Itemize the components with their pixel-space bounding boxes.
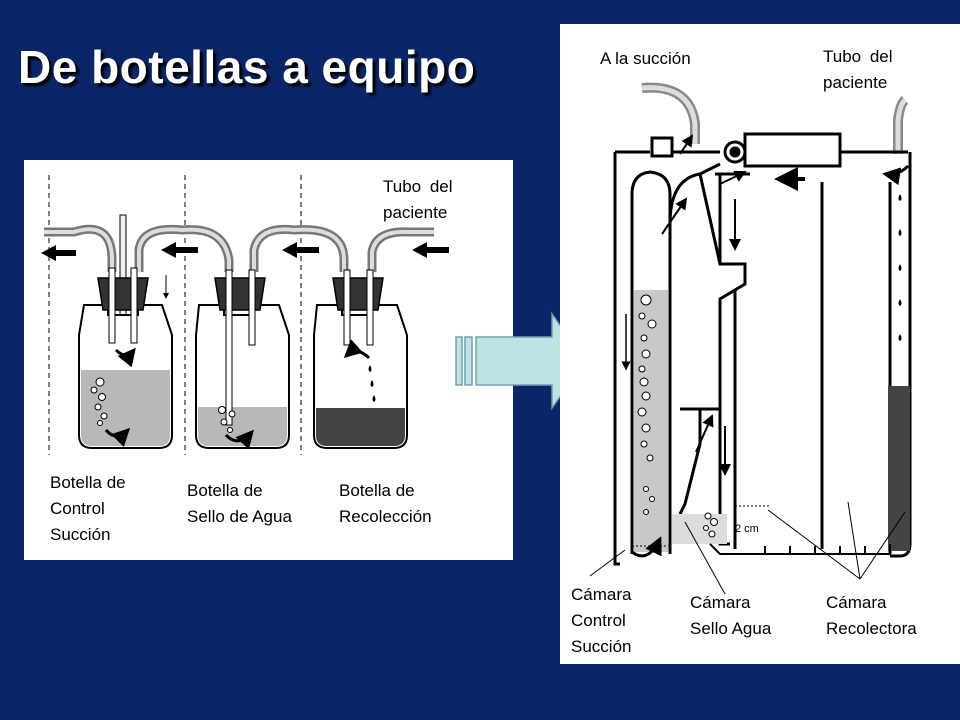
left-patient-tube-line2: paciente (383, 203, 448, 222)
bottle3-label-line1: Botella de (339, 481, 415, 500)
drainage-unit-panel: 2 cm A la succión Tubo del paciente Cáma… (560, 24, 960, 664)
flow-arrows (661, 134, 910, 476)
chamber2-label-line2: Sello Agua (690, 619, 772, 638)
collection-chambers (820, 182, 892, 554)
right-patient-tube-line1: Tubo del (823, 47, 893, 66)
chamber3-label-line2: Recolectora (826, 619, 917, 638)
chamber1-label-line2: Control (571, 611, 626, 630)
collection-drops (898, 194, 902, 341)
connecting-tubes (44, 224, 434, 272)
bottle-suction-control (78, 267, 173, 449)
bottle-collection (313, 269, 408, 449)
bottle2-label-line1: Botella de (187, 481, 263, 500)
water-seal-chamber (668, 162, 770, 549)
bottle3-label-line2: Recolección (339, 507, 432, 526)
bottle1-label-line2: Control (50, 499, 105, 518)
three-bottle-system-diagram (41, 175, 449, 455)
slide-title: De botellas a equipo (18, 41, 476, 93)
suction-control-chamber (621, 170, 672, 554)
water-seal-bubbles (703, 512, 718, 538)
unit-base (709, 543, 891, 555)
chamber3-label-line1: Cámara (826, 593, 887, 612)
leader-lines (589, 501, 906, 595)
bottle1-label-line3: Succión (50, 525, 111, 544)
bottles-panel: Tubo del paciente Botella de Control Suc… (24, 160, 513, 560)
dashed-separators (48, 175, 302, 455)
measure-label: 2 cm (735, 523, 759, 535)
bottle1-label-line1: Botella de (50, 473, 126, 492)
unit-housing (613, 132, 912, 566)
bottle2-label-line2: Sello de Agua (187, 507, 292, 526)
suction-tube (641, 82, 700, 144)
chamber1-label-line3: Succión (571, 637, 632, 656)
right-patient-tube-line2: paciente (823, 73, 888, 92)
suction-label: A la succión (600, 49, 691, 68)
left-patient-tube-line1: Tubo del (383, 177, 453, 196)
drainage-unit-diagram: 2 cm (589, 82, 912, 595)
flow-arrows (41, 242, 449, 261)
collection-fluid (888, 386, 910, 551)
chamber1-label-line1: Cámara (571, 585, 632, 604)
bottle-water-seal (195, 269, 290, 450)
chamber2-label-line1: Cámara (690, 593, 751, 612)
